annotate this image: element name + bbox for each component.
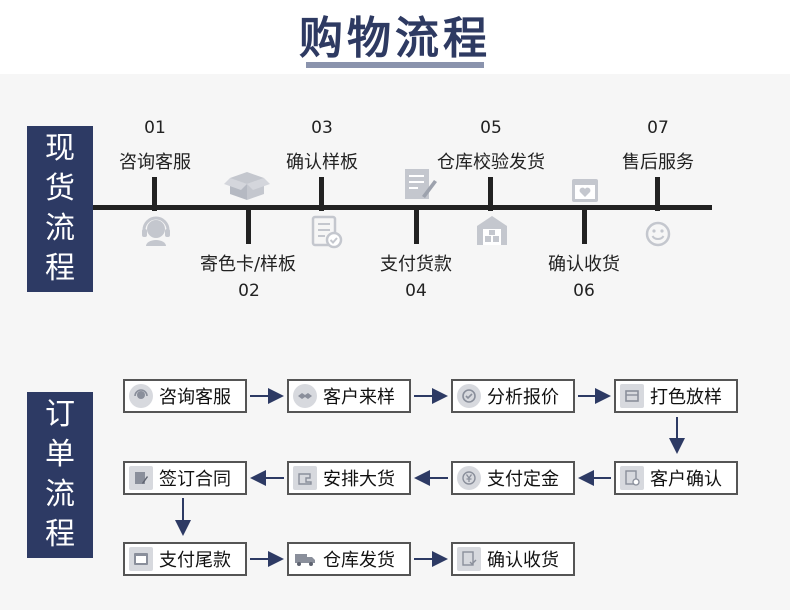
contract-icon — [129, 466, 153, 490]
flow-step-label: 分析报价 — [487, 387, 559, 408]
flow-step-customer-confirm: 客户确认 — [614, 461, 738, 495]
flow-step-label: 仓库发货 — [323, 550, 395, 571]
step-label: 寄色卡/样板 — [199, 254, 297, 275]
flow-step-label: 支付定金 — [487, 469, 559, 490]
flow-step-label: 支付尾款 — [159, 550, 231, 571]
step-label: 仓库校验发货 — [437, 152, 545, 173]
document-check-icon — [620, 466, 644, 490]
flow-step-label: 客户来样 — [323, 387, 395, 408]
flow-step-shipping: 仓库发货 — [287, 542, 411, 576]
step-label: 支付货款 — [380, 254, 452, 275]
sewing-machine-icon — [293, 466, 317, 490]
flow-step-final-payment: 支付尾款 — [123, 542, 247, 576]
step-label: 咨询客服 — [119, 152, 191, 173]
headset-icon — [129, 384, 153, 408]
timeline-tick — [152, 177, 157, 211]
step-label: 确认收货 — [548, 254, 620, 275]
order-flow-label-text: 订单流程 — [45, 397, 75, 552]
title-underline — [306, 62, 484, 68]
flow-step-contract: 签订合同 — [123, 461, 247, 495]
step-label: 售后服务 — [622, 152, 694, 173]
flow-step-deposit: 支付定金 — [451, 461, 575, 495]
handshake-icon — [293, 384, 317, 408]
flow-step-color-sample: 打色放样 — [614, 379, 738, 413]
check-circle-icon — [457, 384, 481, 408]
step-number: 07 — [647, 118, 669, 138]
calendar-heart-icon — [129, 547, 153, 571]
flow-step-quote: 分析报价 — [451, 379, 575, 413]
box-icon — [620, 384, 644, 408]
flow-step-consult: 咨询客服 — [123, 379, 247, 413]
truck-icon — [293, 547, 317, 571]
document-check-icon — [311, 215, 343, 249]
flow-step-label: 签订合同 — [159, 469, 231, 490]
headset-icon — [142, 216, 170, 246]
timeline-tick — [655, 177, 660, 211]
step-number: 02 — [238, 281, 260, 301]
timeline-tick — [488, 177, 493, 211]
flow-step-label: 打色放样 — [650, 387, 722, 408]
timeline-tick — [414, 210, 419, 244]
timeline-tick — [582, 210, 587, 244]
timeline-axis — [93, 205, 712, 210]
step-number: 06 — [573, 281, 595, 301]
flow-step-customer-sample: 客户来样 — [287, 379, 411, 413]
calendar-heart-icon — [572, 179, 598, 202]
step-number: 03 — [311, 118, 333, 138]
current-stock-label: 现货流程 — [27, 126, 93, 292]
form-pen-icon — [405, 169, 437, 199]
smiley-icon — [645, 221, 671, 247]
timeline-tick — [319, 177, 324, 211]
step-number: 05 — [480, 118, 502, 138]
flow-step-production: 安排大货 — [287, 461, 411, 495]
warehouse-icon — [477, 216, 507, 245]
flow-step-label: 客户确认 — [650, 469, 722, 490]
document-check-icon — [457, 547, 481, 571]
timeline-tick — [246, 210, 251, 244]
yen-icon — [457, 466, 481, 490]
box-icon — [224, 172, 270, 200]
background-band — [0, 74, 790, 610]
order-flow-label: 订单流程 — [27, 392, 93, 558]
flow-step-label: 咨询客服 — [159, 387, 231, 408]
current-stock-label-text: 现货流程 — [45, 131, 75, 286]
step-label: 确认样板 — [286, 152, 358, 173]
flow-step-receipt: 确认收货 — [451, 542, 575, 576]
step-number: 01 — [144, 118, 166, 138]
step-number: 04 — [405, 281, 427, 301]
flow-step-label: 安排大货 — [323, 469, 395, 490]
page-title: 购物流程 — [299, 13, 491, 64]
flow-step-label: 确认收货 — [487, 550, 559, 571]
